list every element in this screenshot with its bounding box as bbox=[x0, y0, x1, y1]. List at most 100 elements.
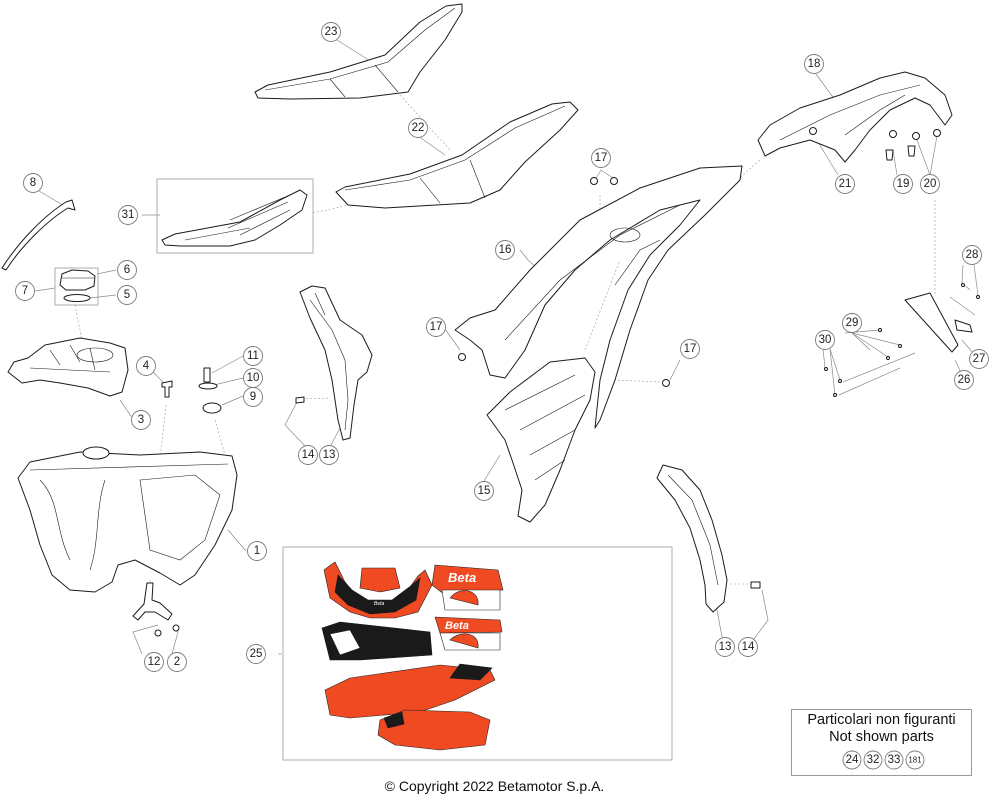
callout-10[interactable]: 10 bbox=[243, 368, 263, 388]
svg-text:8: 8 bbox=[30, 177, 36, 189]
screw-4 bbox=[161, 380, 173, 398]
svg-text:26: 26 bbox=[958, 374, 971, 386]
svg-text:1: 1 bbox=[254, 545, 260, 557]
callout-20[interactable]: 20 bbox=[920, 174, 940, 194]
callout-16[interactable]: 16 bbox=[495, 240, 515, 260]
seat-22 bbox=[335, 101, 579, 209]
callout-7[interactable]: 7 bbox=[15, 281, 35, 301]
svg-text:6: 6 bbox=[124, 264, 130, 276]
callout-9[interactable]: 9 bbox=[243, 387, 263, 407]
callout-11[interactable]: 11 bbox=[243, 346, 263, 366]
callout-25[interactable]: 25 bbox=[246, 644, 266, 664]
screws-17 bbox=[458, 177, 670, 387]
svg-text:11: 11 bbox=[247, 350, 259, 362]
svg-text:30: 30 bbox=[819, 334, 832, 346]
not-shown-title-en: Not shown parts bbox=[829, 729, 934, 745]
svg-text:25: 25 bbox=[250, 648, 263, 660]
svg-text:22: 22 bbox=[412, 122, 425, 134]
callout-22[interactable]: 22 bbox=[408, 118, 428, 138]
tank-cover-3 bbox=[7, 337, 129, 397]
callout-13-right[interactable]: 13 bbox=[715, 637, 735, 657]
callout-23[interactable]: 23 bbox=[321, 22, 341, 42]
breather-hose-8 bbox=[1, 199, 76, 271]
fuel-cap-6 bbox=[54, 267, 99, 306]
svg-text:19: 19 bbox=[897, 178, 910, 190]
svg-text:14: 14 bbox=[742, 641, 755, 653]
svg-text:18: 18 bbox=[808, 58, 821, 70]
svg-text:33: 33 bbox=[888, 754, 901, 766]
callout-19[interactable]: 19 bbox=[893, 174, 913, 194]
callout-5[interactable]: 5 bbox=[117, 285, 137, 305]
svg-text:32: 32 bbox=[867, 754, 880, 766]
callout-6[interactable]: 6 bbox=[117, 260, 137, 280]
number-plate-26-27 bbox=[824, 283, 980, 397]
copyright-notice: © Copyright 2022 Betamotor S.p.A. bbox=[384, 778, 605, 794]
seat-base-31-box bbox=[156, 178, 314, 254]
callout-32[interactable]: 32 bbox=[863, 750, 883, 770]
callout-4[interactable]: 4 bbox=[136, 356, 156, 376]
rear-fender-screws-19-20-21 bbox=[809, 127, 941, 161]
callout-17-top[interactable]: 17 bbox=[591, 148, 611, 168]
svg-text:14: 14 bbox=[302, 449, 315, 461]
callout-14-right[interactable]: 14 bbox=[738, 637, 758, 657]
callout-24[interactable]: 24 bbox=[842, 750, 862, 770]
svg-text:13: 13 bbox=[719, 641, 732, 653]
frame-guard-left-13 bbox=[299, 285, 373, 441]
svg-text:23: 23 bbox=[325, 26, 338, 38]
svg-text:29: 29 bbox=[846, 317, 859, 329]
callout-28[interactable]: 28 bbox=[962, 245, 982, 265]
callout-12[interactable]: 12 bbox=[144, 652, 164, 672]
callout-2[interactable]: 2 bbox=[167, 652, 187, 672]
svg-text:9: 9 bbox=[250, 391, 256, 403]
callout-31[interactable]: 31 bbox=[118, 205, 138, 225]
callout-18[interactable]: 18 bbox=[804, 54, 824, 74]
side-panel-16 bbox=[454, 165, 743, 429]
not-shown-title-it: Particolari non figuranti bbox=[807, 712, 956, 728]
callout-29[interactable]: 29 bbox=[842, 313, 862, 333]
callout-1[interactable]: 1 bbox=[247, 541, 267, 561]
side-panel-15 bbox=[486, 357, 596, 523]
callout-21[interactable]: 21 bbox=[835, 174, 855, 194]
seat-23 bbox=[254, 3, 463, 100]
callout-13-left[interactable]: 13 bbox=[319, 445, 339, 465]
callout-14-left[interactable]: 14 bbox=[298, 445, 318, 465]
svg-text:17: 17 bbox=[684, 343, 697, 355]
svg-text:17: 17 bbox=[595, 152, 608, 164]
svg-text:15: 15 bbox=[478, 485, 491, 497]
svg-text:27: 27 bbox=[973, 353, 986, 365]
fuel-tank-1 bbox=[17, 446, 238, 593]
callout-33[interactable]: 33 bbox=[884, 750, 904, 770]
callout-26[interactable]: 26 bbox=[954, 370, 974, 390]
callout-27[interactable]: 27 bbox=[969, 349, 989, 369]
svg-text:20: 20 bbox=[924, 178, 937, 190]
svg-text:2: 2 bbox=[174, 656, 180, 668]
bolt-washer-grommet-9-10-11 bbox=[198, 367, 222, 414]
callout-30[interactable]: 30 bbox=[815, 330, 835, 350]
callout-17-left[interactable]: 17 bbox=[426, 317, 446, 337]
decal-kit-25: Beta Beta Beta bbox=[282, 546, 673, 761]
svg-text:28: 28 bbox=[966, 249, 979, 261]
svg-text:13: 13 bbox=[323, 449, 336, 461]
svg-text:16: 16 bbox=[499, 244, 512, 256]
callout-8[interactable]: 8 bbox=[23, 173, 43, 193]
callout-15[interactable]: 15 bbox=[474, 481, 494, 501]
decal-brand-top: Beta bbox=[448, 570, 476, 585]
callout-17-right[interactable]: 17 bbox=[680, 339, 700, 359]
svg-text:7: 7 bbox=[22, 285, 28, 297]
svg-text:3: 3 bbox=[138, 414, 144, 426]
not-shown-callouts: 24 32 33 181 bbox=[842, 750, 925, 770]
rear-fender-18 bbox=[757, 71, 953, 163]
svg-text:17: 17 bbox=[430, 321, 443, 333]
fuel-valve-12 bbox=[132, 582, 180, 637]
not-shown-parts-box: Particolari non figuranti Not shown part… bbox=[791, 709, 972, 776]
screws-14 bbox=[295, 396, 761, 589]
frame-guard-right-13 bbox=[656, 464, 728, 613]
svg-text:4: 4 bbox=[143, 360, 150, 372]
svg-text:10: 10 bbox=[247, 372, 260, 384]
callout-181[interactable]: 181 bbox=[905, 750, 925, 770]
svg-text:31: 31 bbox=[122, 209, 135, 221]
callout-3[interactable]: 3 bbox=[131, 410, 151, 430]
svg-text:181: 181 bbox=[908, 756, 922, 765]
decal-brand-mid: Beta bbox=[445, 620, 469, 632]
